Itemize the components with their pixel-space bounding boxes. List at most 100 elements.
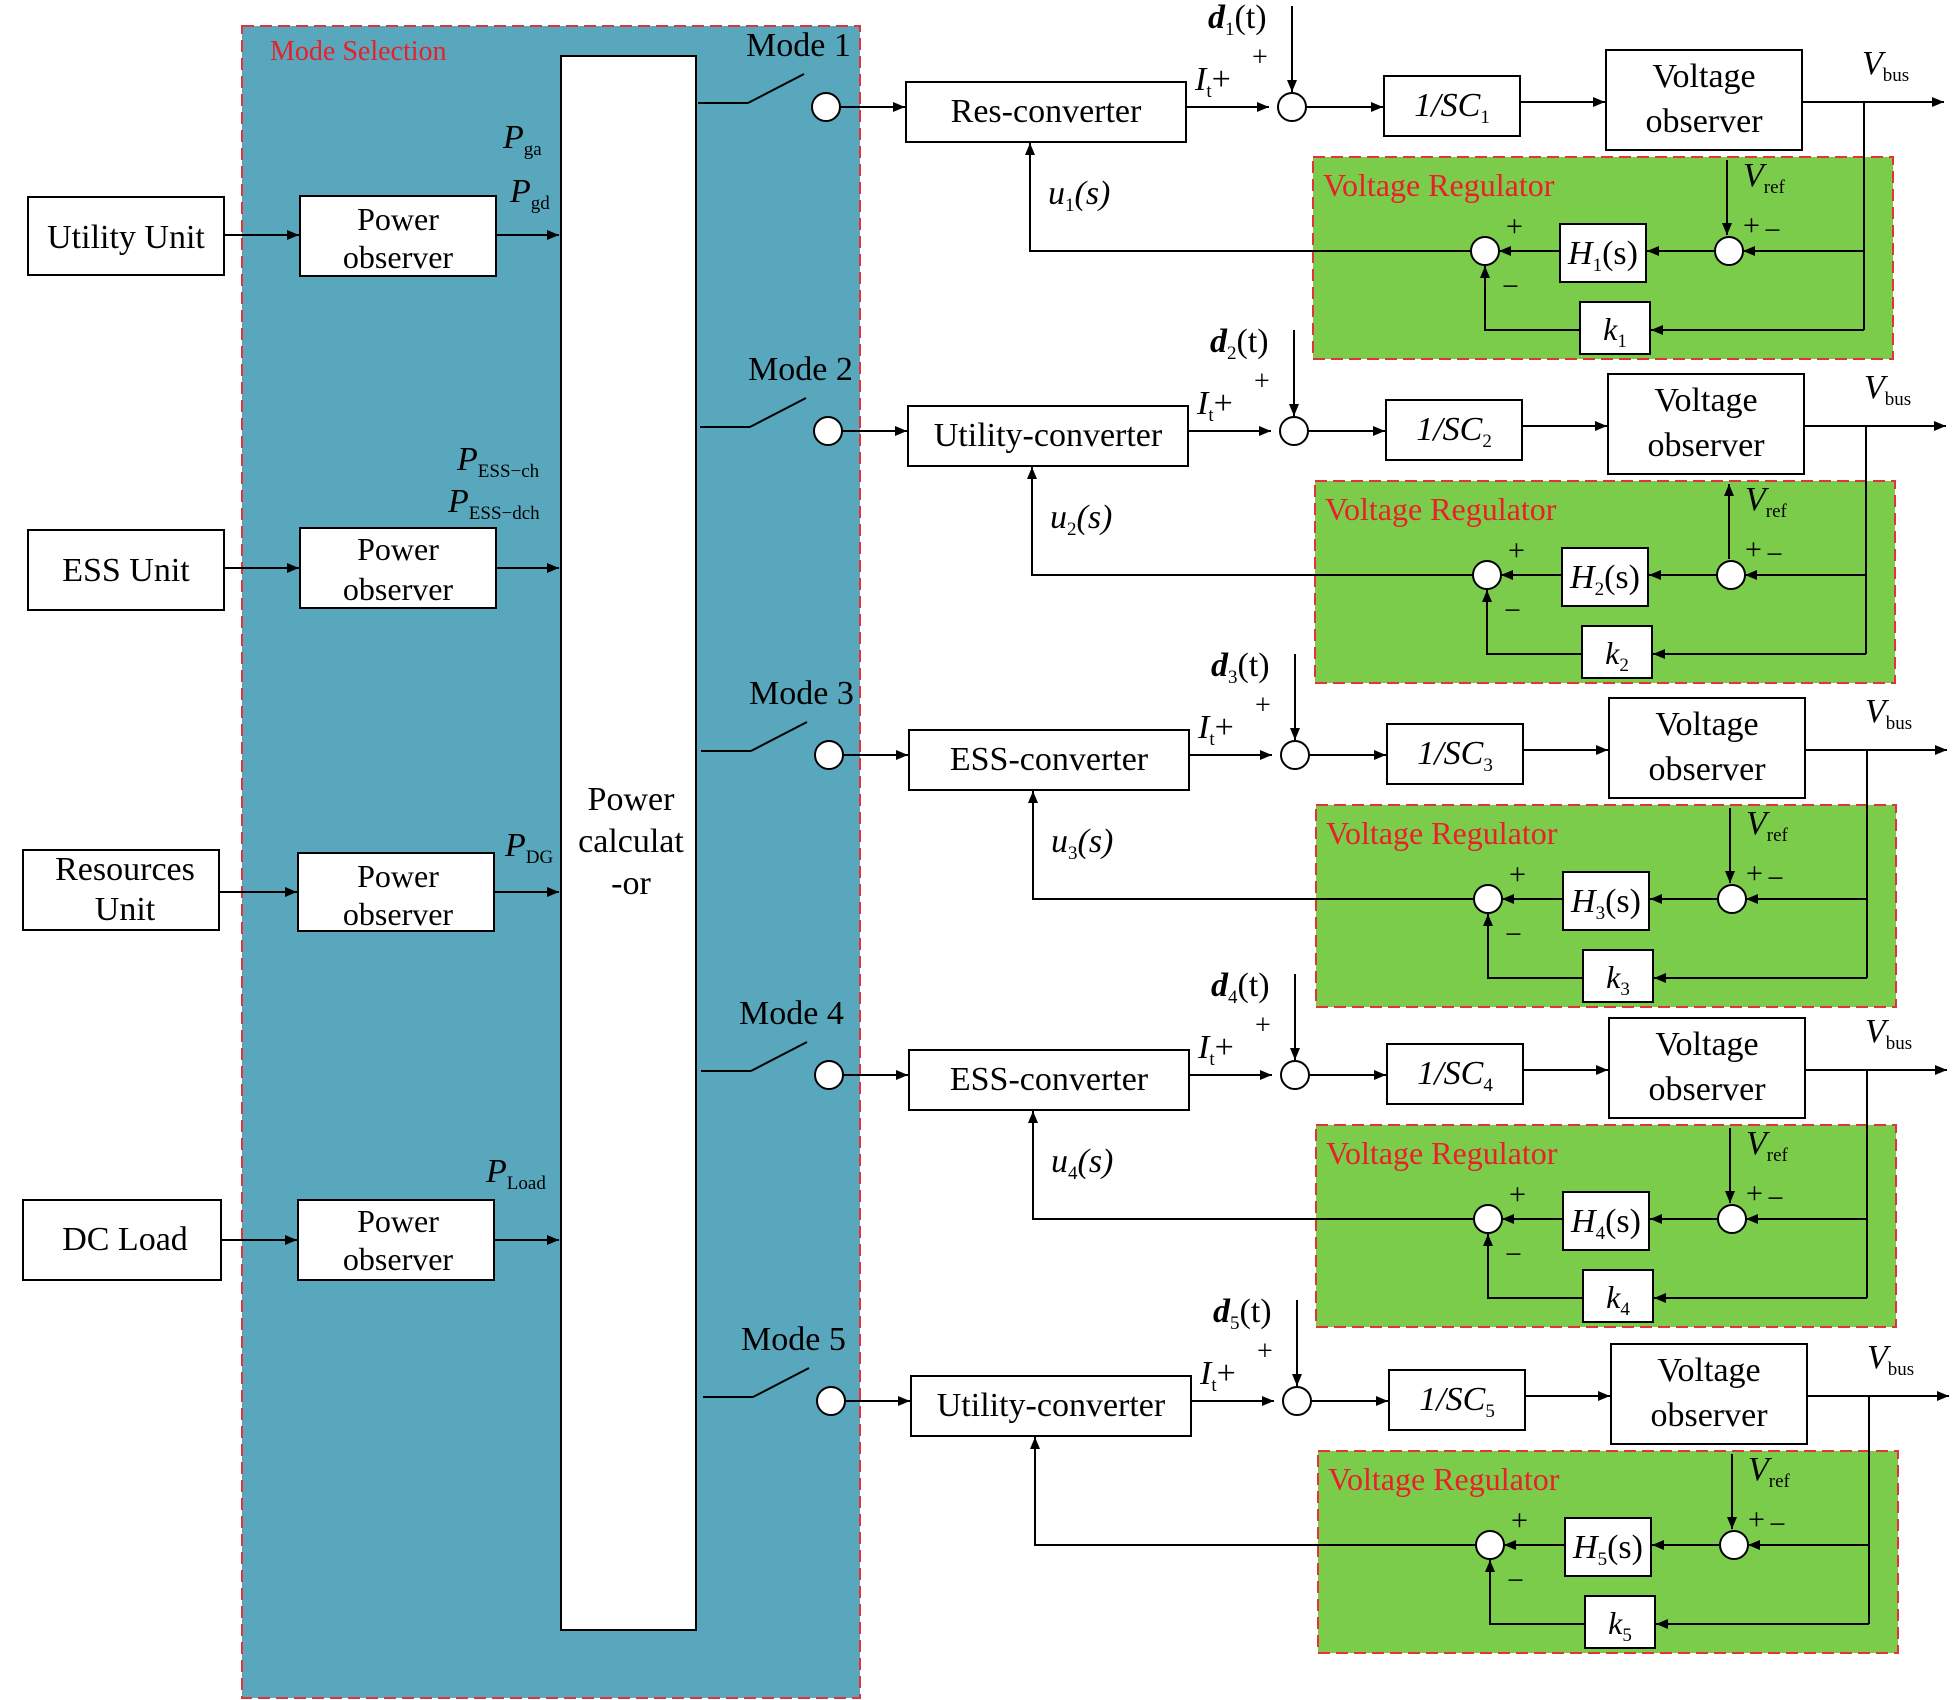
error-junction xyxy=(1717,1204,1747,1234)
summing-junction xyxy=(1277,92,1307,122)
branch-mode-5: Mode 5 Utility-converter It+ d5(t) + 1/S… xyxy=(703,1293,1949,1654)
svg-text:calculat: calculat xyxy=(578,823,684,860)
power-calculator-block xyxy=(560,55,697,1631)
svg-text:+: + xyxy=(1508,534,1525,567)
it-label: It+ xyxy=(1197,1029,1234,1070)
svg-text:−: − xyxy=(1505,1238,1522,1271)
mode-switch[interactable] xyxy=(814,740,844,770)
svg-text:H4(s): H4(s) xyxy=(1570,1203,1641,1244)
svg-text:observer: observer xyxy=(1648,751,1766,788)
svg-text:H2(s): H2(s) xyxy=(1569,559,1640,600)
svg-text:+: + xyxy=(1255,690,1271,721)
svg-text:Voltage: Voltage xyxy=(1655,706,1758,743)
capacitor-block xyxy=(1386,1043,1524,1105)
vbus-label: Vbus xyxy=(1865,693,1912,734)
svg-text:k4: k4 xyxy=(1606,1279,1630,1320)
disturbance-label: d5(t) xyxy=(1213,1293,1272,1334)
signal-p-ga: Pga xyxy=(502,119,542,160)
svg-text:observer: observer xyxy=(1645,103,1763,140)
error-junction xyxy=(1719,1530,1749,1560)
svg-text:k1: k1 xyxy=(1603,311,1627,352)
unit-ess: ESS Unit Power observer xyxy=(27,527,559,611)
mode-switch[interactable] xyxy=(816,1386,846,1416)
power-calculator-label: Power calculat -or xyxy=(578,781,684,902)
signal-p-dg: PDG xyxy=(504,827,554,868)
gain-k-block xyxy=(1582,1269,1654,1323)
svg-text:Power: Power xyxy=(588,781,676,818)
regulator-title: Voltage Regulator xyxy=(1326,1135,1558,1171)
control-signal-label: u2(s) xyxy=(1050,499,1112,540)
svg-text:observer: observer xyxy=(1650,1397,1768,1434)
branch-mode-2: Mode 2 Utility-converter It+ d2(t) + 1/S… xyxy=(700,323,1946,684)
branch-mode-4: Mode 4 ESS-converter It+ d4(t) + 1/SC4 V… xyxy=(701,967,1947,1328)
svg-text:+: + xyxy=(1254,366,1270,397)
svg-text:−: − xyxy=(1767,862,1784,895)
svg-text:−: − xyxy=(1502,270,1519,303)
signal-p-ess-ch: PESS−ch xyxy=(456,441,540,482)
feedback-junction xyxy=(1470,236,1500,266)
svg-text:+: + xyxy=(1252,42,1268,73)
signal-p-gd: Pgd xyxy=(509,173,550,214)
svg-text:1/SC4: 1/SC4 xyxy=(1417,1055,1493,1096)
mode-label: Mode 5 xyxy=(741,1321,846,1358)
svg-text:Voltage: Voltage xyxy=(1652,58,1755,95)
mode-switch[interactable] xyxy=(811,92,841,122)
svg-text:k5: k5 xyxy=(1608,1605,1632,1646)
svg-text:Voltage: Voltage xyxy=(1655,1026,1758,1063)
converter-block xyxy=(908,729,1190,791)
svg-text:Utility-converter: Utility-converter xyxy=(937,1387,1166,1424)
mode-switch[interactable] xyxy=(814,1060,844,1090)
capacitor-block xyxy=(1386,723,1524,785)
feedback-junction xyxy=(1473,1204,1503,1234)
converter-block xyxy=(907,405,1189,467)
disturbance-label: d2(t) xyxy=(1210,323,1269,364)
svg-text:observer: observer xyxy=(343,239,454,275)
svg-text:DC Load: DC Load xyxy=(62,1221,188,1258)
svg-text:k2: k2 xyxy=(1605,635,1629,676)
gain-k-block xyxy=(1584,1595,1656,1649)
regulator-title: Voltage Regulator xyxy=(1325,491,1557,527)
error-junction xyxy=(1717,884,1747,914)
gain-k-block xyxy=(1579,301,1651,355)
disturbance-label: d1(t) xyxy=(1208,0,1267,40)
mode-switch[interactable] xyxy=(813,416,843,446)
voltage-observer-block xyxy=(1607,373,1805,475)
it-label: It+ xyxy=(1196,385,1233,426)
branch-mode-1: Mode 1 Res-converter It+ d1(t) + 1/SC1 V… xyxy=(698,0,1944,360)
svg-text:−: − xyxy=(1767,1182,1784,1215)
svg-text:+: + xyxy=(1746,1177,1763,1210)
controller-h-block xyxy=(1561,547,1649,607)
disturbance-label: d3(t) xyxy=(1211,647,1270,688)
mode-label: Mode 4 xyxy=(739,995,844,1032)
control-signal-label: u3(s) xyxy=(1051,823,1113,864)
power-observer-utility xyxy=(299,195,497,277)
svg-text:ESS-converter: ESS-converter xyxy=(950,1061,1149,1098)
svg-text:ESS-converter: ESS-converter xyxy=(950,741,1149,778)
svg-text:k3: k3 xyxy=(1606,959,1630,1000)
feedback-junction xyxy=(1472,560,1502,590)
controller-h-block xyxy=(1562,871,1650,931)
capacitor-block xyxy=(1388,1369,1526,1431)
voltage-observer-block xyxy=(1610,1343,1808,1445)
svg-text:Power: Power xyxy=(357,201,439,237)
svg-text:Power: Power xyxy=(357,531,439,567)
svg-text:−: − xyxy=(1764,214,1781,247)
svg-text:Voltage: Voltage xyxy=(1654,382,1757,419)
svg-text:+: + xyxy=(1745,533,1762,566)
voltage-observer-block xyxy=(1605,49,1803,151)
disturbance-label: d4(t) xyxy=(1211,967,1270,1008)
svg-text:observer: observer xyxy=(343,571,454,607)
controller-h-block xyxy=(1559,223,1647,283)
signal-p-ess-dch: PESS−dch xyxy=(447,483,540,524)
svg-text:+: + xyxy=(1743,209,1760,242)
svg-text:Unit: Unit xyxy=(95,891,156,928)
voltage-observer-block xyxy=(1608,1017,1806,1119)
vref-label: Vref xyxy=(1748,1451,1791,1492)
svg-text:1/SC1: 1/SC1 xyxy=(1414,87,1490,128)
svg-text:1/SC5: 1/SC5 xyxy=(1419,1381,1495,1422)
svg-text:−: − xyxy=(1504,594,1521,627)
svg-text:Power: Power xyxy=(357,858,439,894)
mode-label: Mode 1 xyxy=(746,27,851,64)
signal-p-load: PLoad xyxy=(485,1153,546,1194)
